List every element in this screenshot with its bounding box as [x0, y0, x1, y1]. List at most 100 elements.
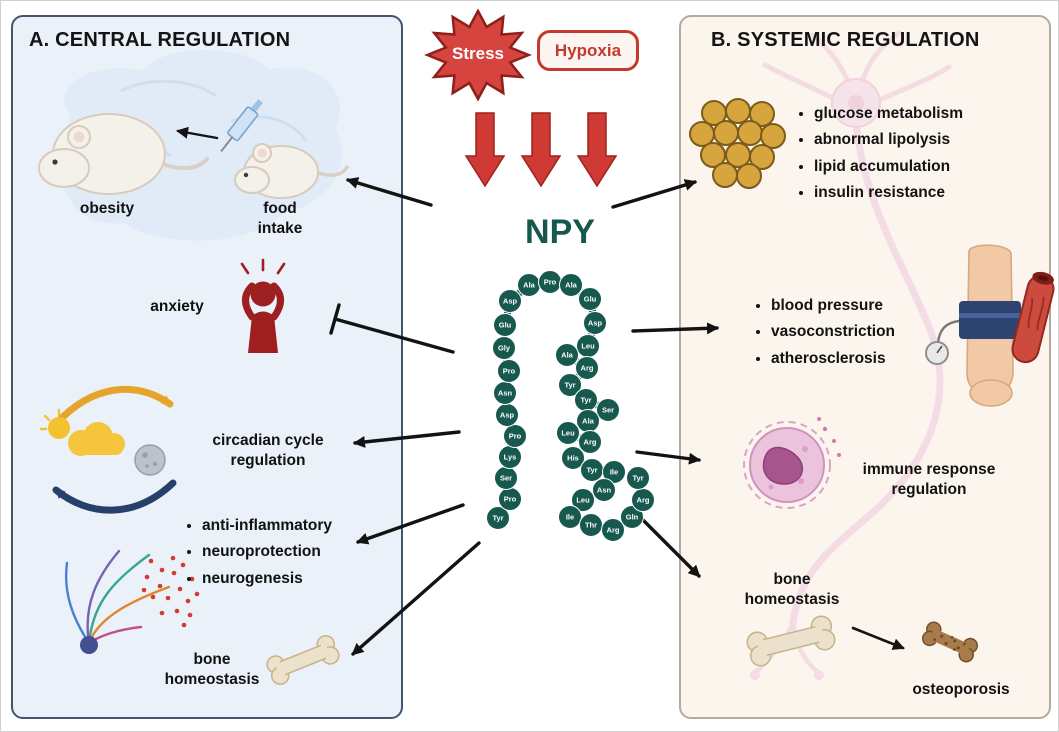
residue-asp-11 [498, 289, 522, 313]
residue-label: Asp [503, 297, 518, 306]
residue-label: Arg [637, 496, 650, 505]
residue-arg-33 [601, 518, 625, 542]
residue-label: Tyr [632, 474, 643, 483]
list-item: neuroprotection [202, 541, 332, 563]
vascular-effects-list: blood pressure vasoconstriction atheroscle… [753, 291, 895, 374]
residue-gln-34 [620, 505, 644, 529]
residue-label: Pro [504, 495, 517, 504]
residue-label: Arg [607, 526, 620, 535]
residue-arg-19 [575, 356, 599, 380]
residue-pro-2 [498, 487, 522, 511]
residue-tyr-20 [558, 373, 582, 397]
list-item: atherosclerosis [771, 348, 895, 370]
circadian-label: circadian cycle regulation [212, 432, 324, 470]
obesity-label: obesity [79, 200, 135, 217]
residue-label: His [567, 454, 579, 463]
residue-label: Ile [610, 468, 618, 477]
residue-label: Asn [597, 486, 612, 495]
residue-label: Tyr [586, 466, 597, 475]
metabolic-effects-list: glucose metabolism abnormal lipolysis lipi… [796, 99, 963, 209]
residue-label: Tyr [580, 396, 591, 405]
npy-title: NPY [525, 213, 595, 251]
residue-arg-35 [631, 488, 655, 512]
residue-label: Arg [584, 438, 597, 447]
immune-response-label: immune response regulation [862, 461, 996, 499]
residue-label: Gly [498, 344, 511, 353]
residue-label: Arg [581, 364, 594, 373]
list-item: insulin resistance [814, 182, 963, 204]
residue-label: Lys [504, 453, 517, 462]
residue-glu-15 [578, 287, 602, 311]
residue-ile-31 [558, 505, 582, 529]
systemic-panel-title: B. SYSTEMIC REGULATION [711, 29, 980, 51]
residue-label: Pro [503, 367, 516, 376]
neuro-effects-list: anti-inflammatory neuroprotection neurogen… [184, 511, 332, 594]
central-panel-title: A. CENTRAL REGULATION [29, 29, 291, 51]
residue-tyr-21 [574, 388, 598, 412]
residue-leu-24 [556, 421, 580, 445]
residue-label: Ser [602, 406, 614, 415]
residue-label: Leu [576, 496, 590, 505]
list-item: vasoconstriction [771, 321, 895, 343]
residue-ile-28 [602, 460, 626, 484]
residue-tyr-36 [626, 466, 650, 490]
residue-arg-25 [578, 430, 602, 454]
residue-ser-22 [596, 398, 620, 422]
bone-homeostasis-label-systemic: bone homeostasis [744, 571, 840, 609]
residue-label: Ala [523, 281, 536, 290]
residue-label: Ala [561, 351, 574, 360]
residue-asp-16 [583, 311, 607, 335]
bone-homeostasis-label-central: bone homeostasis [164, 651, 260, 689]
anxiety-label: anxiety [150, 298, 204, 315]
residue-leu-30 [571, 488, 595, 512]
food-intake-label: food intake [257, 200, 303, 238]
central-regulation-panel [11, 15, 403, 719]
residue-label: Thr [585, 521, 597, 530]
residue-his-26 [561, 446, 585, 470]
osteoporosis-label: osteoporosis [912, 681, 1010, 698]
stress-label: Stress [452, 44, 504, 63]
residue-leu-17 [576, 334, 600, 358]
residue-label: Tyr [564, 381, 575, 390]
residue-ala-18 [555, 343, 579, 367]
residue-gly-9 [492, 336, 516, 360]
list-item: anti-inflammatory [202, 515, 332, 537]
residue-glu-10 [493, 313, 517, 337]
residue-asp-6 [495, 403, 519, 427]
residue-tyr-1 [486, 506, 510, 530]
residue-label: Ala [582, 417, 595, 426]
residue-label: Asp [588, 319, 603, 328]
residue-asn-29 [592, 478, 616, 502]
residue-pro-5 [503, 424, 527, 448]
residue-label: Leu [581, 342, 595, 351]
residue-label: Ser [500, 474, 512, 483]
residue-label: Glu [584, 295, 597, 304]
list-item: blood pressure [771, 295, 895, 317]
residue-label: Glu [499, 321, 512, 330]
list-item: abnormal lipolysis [814, 129, 963, 151]
list-item: neurogenesis [202, 568, 332, 590]
residue-label: Pro [509, 432, 522, 441]
residue-ala-23 [576, 409, 600, 433]
list-item: glucose metabolism [814, 103, 963, 125]
residue-label: Pro [544, 278, 557, 287]
residue-pro-13 [538, 270, 562, 294]
residue-label: Ala [565, 281, 578, 290]
residue-thr-32 [579, 513, 603, 537]
residue-pro-8 [497, 359, 521, 383]
residue-asn-7 [493, 381, 517, 405]
hypoxia-badge: Hypoxia [537, 30, 639, 71]
residue-label: Asn [498, 389, 513, 398]
residue-tyr-27 [580, 458, 604, 482]
residue-label: Tyr [492, 514, 503, 523]
residue-label: Ile [566, 513, 574, 522]
residue-label: Asp [500, 411, 515, 420]
downward-arrows-icon [464, 112, 618, 188]
residue-ser-3 [494, 466, 518, 490]
residue-label: Leu [561, 429, 575, 438]
residue-ala-12 [517, 273, 541, 297]
residue-lys-4 [498, 445, 522, 469]
list-item: lipid accumulation [814, 156, 963, 178]
